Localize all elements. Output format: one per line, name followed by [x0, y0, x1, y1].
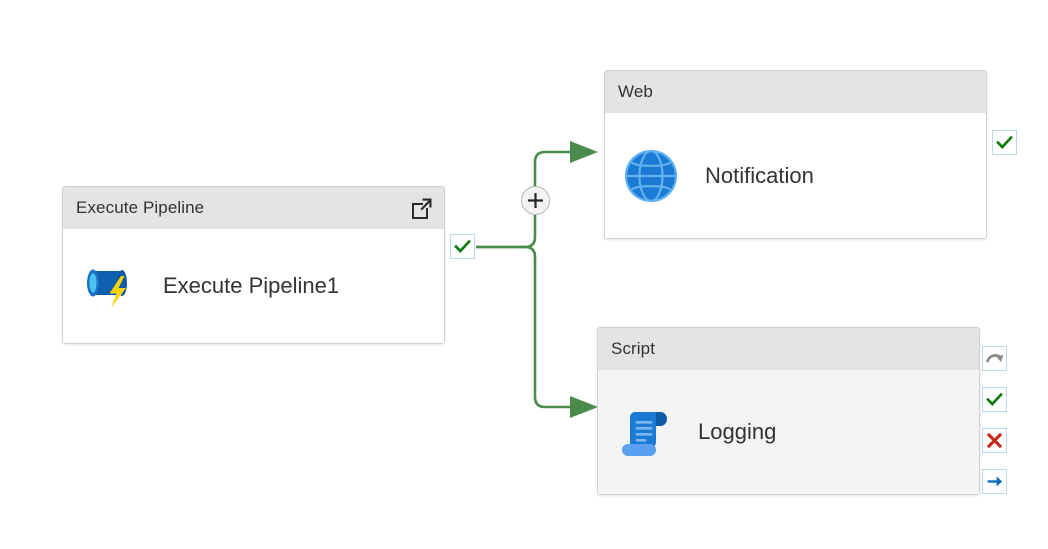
activity-node-execute-pipeline[interactable]: Execute Pipeline — [62, 186, 475, 344]
node-name-label: Logging — [698, 419, 777, 444]
green-check-icon — [996, 135, 1013, 149]
handle-success-web[interactable] — [992, 130, 1017, 155]
node-name-label: Execute Pipeline1 — [163, 273, 340, 298]
activity-node-script[interactable]: Script — [597, 327, 1007, 495]
execute-pipeline-icon — [81, 258, 137, 314]
node-body-web: Notification — [605, 113, 986, 238]
node-body-script: Logging — [598, 370, 979, 494]
green-check-icon — [986, 392, 1003, 406]
node-type-label: Web — [618, 82, 653, 101]
red-x-icon — [986, 432, 1003, 449]
script-scroll-icon — [616, 404, 672, 460]
green-check-icon — [454, 239, 471, 253]
handle-success-script[interactable] — [982, 387, 1007, 412]
globe-icon — [623, 148, 679, 204]
arrowhead-web — [570, 141, 598, 163]
arrowhead-script — [570, 396, 598, 418]
node-header-script: Script — [598, 328, 979, 370]
open-pipeline-icon[interactable] — [408, 195, 434, 221]
node-name-label: Notification — [705, 162, 814, 188]
add-activity-button[interactable] — [521, 186, 550, 215]
node-header-web: Web — [605, 71, 986, 113]
gray-arc-arrow-icon — [986, 354, 1004, 363]
blue-arrow-icon — [987, 476, 1003, 487]
handle-success-execute-pipeline[interactable] — [450, 234, 475, 259]
node-type-label: Script — [611, 339, 656, 358]
handle-failure-script[interactable] — [982, 428, 1007, 453]
plus-icon — [528, 193, 543, 208]
edge-execute-pipeline-to-script — [476, 245, 570, 409]
node-type-label: Execute Pipeline — [76, 198, 205, 217]
handle-completion-script[interactable] — [982, 469, 1007, 494]
node-header-execute-pipeline: Execute Pipeline — [63, 187, 444, 229]
handle-skipped-script[interactable] — [982, 346, 1007, 371]
activity-node-web[interactable]: Web Notification — [604, 70, 1017, 239]
node-body-execute-pipeline: Execute Pipeline1 — [63, 229, 444, 343]
